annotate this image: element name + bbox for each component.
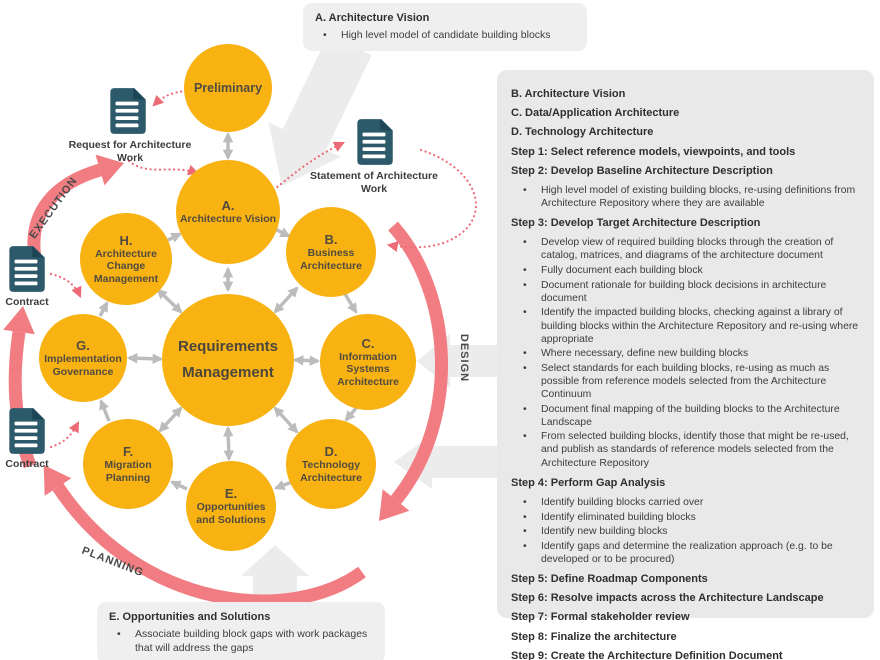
phase-name: Architecture Vision — [179, 213, 277, 226]
panel-step-header: Step 8: Finalize the architecture — [511, 630, 677, 643]
panel-step-header: Step 7: Formal stakeholder review — [511, 611, 690, 624]
design-label: DESIGN — [458, 333, 470, 383]
callout-bottom-arrow — [241, 545, 309, 608]
center-line2: Management — [182, 364, 274, 381]
phase-letter: E. — [224, 485, 238, 501]
phase-circle-e: E. Opportunities and Solutions — [186, 461, 276, 551]
planning-label: PLANNING — [80, 544, 146, 580]
step4-bullet-list: Identify building blocks carried over Id… — [511, 496, 859, 566]
dotted-contract-top — [49, 272, 82, 299]
panel-header: D. Technology Architecture — [511, 126, 654, 139]
phase-letter: C. — [361, 335, 375, 351]
phase-name: Architecture Change Management — [93, 248, 159, 285]
statement-of-architecture-work-label: Statement of Architecture Work — [310, 170, 438, 196]
panel-bullet: Identify gaps and determine the realizat… — [511, 540, 859, 566]
contract-top-label: Contract — [5, 296, 49, 308]
phase-letter: G. — [76, 337, 90, 353]
requirements-management-circle: Requirements Management — [162, 294, 294, 426]
architecture-vision-steps-panel: B. Architecture Vision C. Data/Applicati… — [497, 70, 874, 660]
request-for-architecture-work-label: Request for Architecture Work — [68, 139, 192, 165]
step2-bullet-list: High level model of existing building bl… — [511, 184, 859, 210]
phase-name: Opportunities and Solutions — [196, 501, 266, 526]
contract-bottom-label: Contract — [5, 458, 49, 470]
phase-name: Business Architecture — [300, 247, 362, 272]
callout-bullet: Associate building block gaps with work … — [109, 628, 373, 655]
panel-step-header: Step 6: Resolve impacts across the Archi… — [511, 592, 824, 605]
callout-title: A. Architecture Vision — [315, 12, 430, 24]
panel-bullet: Identify new building blocks — [511, 525, 859, 538]
phase-circle-b: B. Business Architecture — [286, 207, 376, 297]
phase-circle-d: D. Technology Architecture — [286, 419, 376, 509]
panel-step-header: Step 4: Perform Gap Analysis — [511, 476, 666, 489]
callout-bullet: High level model of candidate building b… — [315, 29, 575, 43]
document-icon-statement — [357, 119, 393, 165]
callout-architecture-vision: A. Architecture Vision High level model … — [303, 3, 587, 51]
dotted-contract-bottom — [49, 421, 80, 449]
execution-label: EXECUTION — [27, 174, 80, 242]
panel-bullet: Document rationale for building block de… — [511, 279, 859, 305]
panel-bullet: From selected building blocks, identify … — [511, 430, 859, 469]
phase-letter: B. — [324, 231, 338, 247]
document-icon-contract-bottom — [9, 408, 45, 454]
document-icon-request — [110, 88, 146, 134]
panel-bullet: Document final mapping of the building b… — [511, 403, 859, 429]
panel-bullet: High level model of existing building bl… — [511, 184, 859, 210]
panel-bullet: Identify building blocks carried over — [511, 496, 859, 509]
callout-opportunities-solutions: E. Opportunities and Solutions Associate… — [97, 602, 385, 660]
phase-circle-c: C. Information Systems Architecture — [320, 314, 416, 410]
panel-arrow-to-d — [394, 435, 497, 489]
phase-circle-a: A. Architecture Vision — [176, 160, 280, 264]
phase-letter: H. — [119, 232, 133, 248]
document-icon-contract-top — [9, 246, 45, 292]
phase-letter: A. — [221, 198, 235, 214]
phase-letter: D. — [324, 443, 338, 459]
callout-title: E. Opportunities and Solutions — [109, 611, 271, 623]
panel-header: C. Data/Application Architecture — [511, 107, 680, 120]
phase-circle-h: H. Architecture Change Management — [80, 213, 172, 305]
dotted-statement-to-b — [386, 148, 478, 252]
step3-bullet-list: Develop view of required building blocks… — [511, 236, 859, 469]
phase-letter: F. — [122, 443, 134, 459]
panel-bullet: Where necessary, define new building blo… — [511, 347, 859, 360]
panel-step-header: Step 1: Select reference models, viewpoi… — [511, 145, 796, 158]
panel-bullet: Fully document each building block — [511, 264, 859, 277]
panel-bullet: Develop view of required building blocks… — [511, 236, 859, 262]
panel-arrow-to-c — [417, 334, 497, 388]
phase-name: Implementation Governance — [44, 353, 122, 378]
phase-name: Migration Planning — [104, 459, 152, 484]
panel-header: B. Architecture Vision — [511, 88, 626, 100]
panel-bullet: Select standards for each building block… — [511, 362, 859, 401]
panel-step-header: Step 5: Define Roadmap Components — [511, 572, 708, 585]
phase-name: Information Systems Architecture — [337, 351, 399, 388]
dotted-preliminary-to-request — [152, 89, 188, 107]
phase-label-text: Preliminary — [193, 80, 263, 95]
panel-bullet: Identify eliminated building blocks — [511, 511, 859, 524]
panel-step-header: Step 2: Develop Baseline Architecture De… — [511, 164, 773, 177]
phase-circle-f: F. Migration Planning — [83, 419, 173, 509]
phase-circle-preliminary: Preliminary — [184, 44, 272, 132]
phase-circle-g: G. Implementation Governance — [39, 314, 127, 402]
panel-bullet: Identify the impacted building blocks, c… — [511, 306, 859, 345]
panel-step-header: Step 3: Develop Target Architecture Desc… — [511, 217, 761, 230]
center-line1: Requirements — [177, 337, 279, 355]
phase-name: Technology Architecture — [300, 459, 362, 484]
panel-step-header: Step 9: Create the Architecture Definiti… — [511, 649, 783, 660]
